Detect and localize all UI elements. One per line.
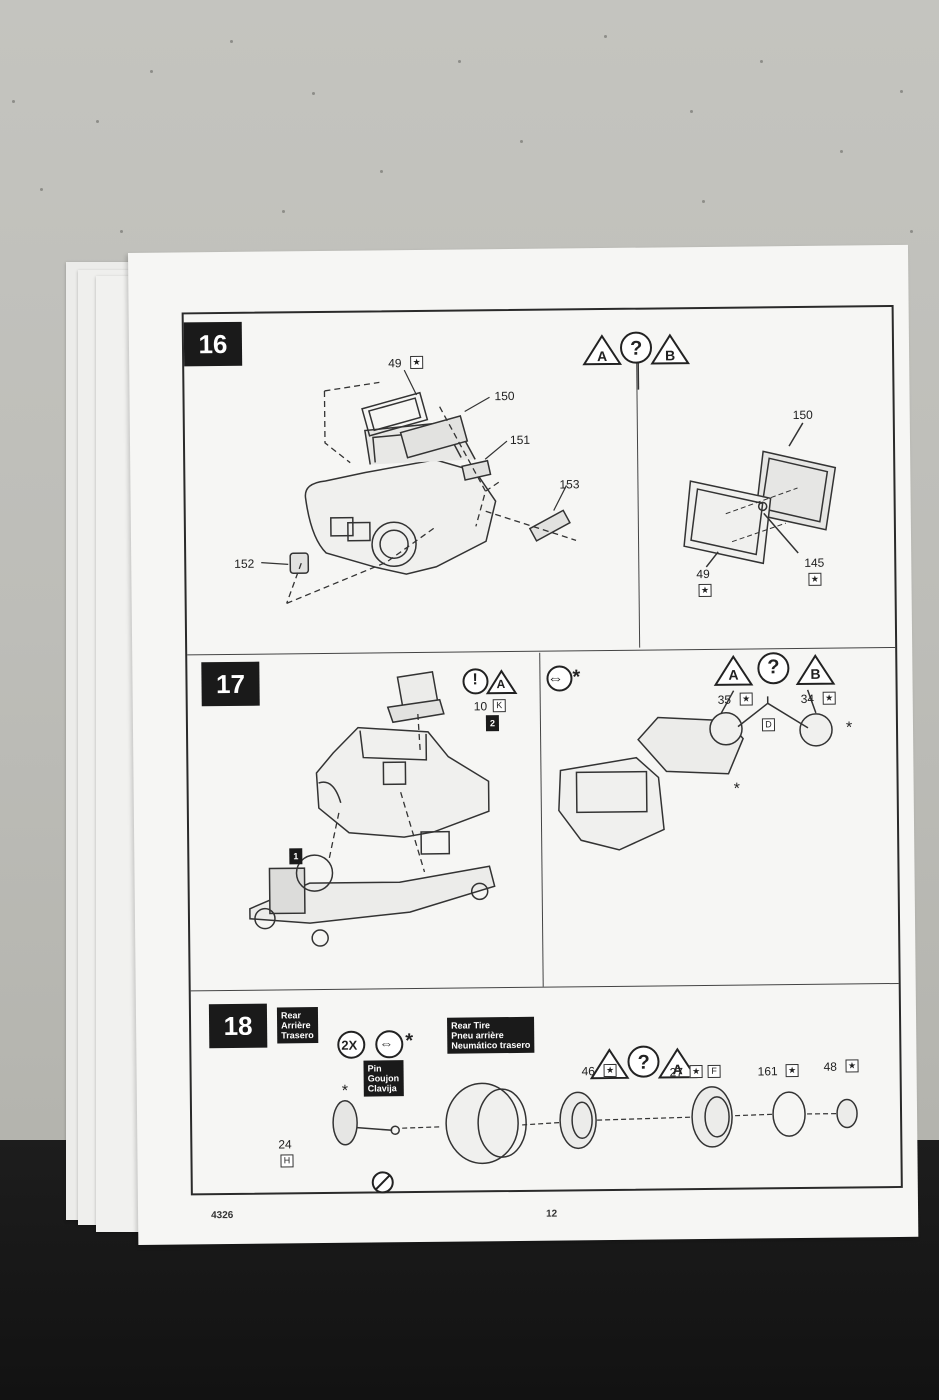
part-10-code-box: K <box>492 699 506 713</box>
part-24-code-box: H <box>280 1154 294 1168</box>
part-27-code-box: F <box>707 1064 721 1078</box>
part-49-right-label: 49 <box>696 566 710 582</box>
option-a-label: A <box>597 347 608 365</box>
asterisk: * <box>845 719 853 737</box>
pin-label: Pin Goujon Clavija <box>363 1060 404 1097</box>
multiplier-label: 2X <box>341 1037 358 1053</box>
part-151-label: 151 <box>509 432 531 448</box>
wall-speck <box>96 120 99 123</box>
question-label: ? <box>629 337 643 360</box>
part-d-box: D <box>761 718 776 732</box>
asterisk: * <box>733 780 740 798</box>
asterisk: * <box>572 666 581 689</box>
wall-speck <box>40 188 43 191</box>
step-17-number: 17 <box>201 661 260 707</box>
wall-speck <box>282 210 285 213</box>
asterisk: * <box>405 1030 414 1053</box>
question-label: ? <box>637 1051 650 1074</box>
mirror-icon: ⇔ <box>547 670 564 688</box>
star-box: ★ <box>739 692 753 706</box>
instruction-page: 16 <box>128 244 919 1245</box>
part-48-label: 48 <box>823 1059 837 1074</box>
part-24-label: 24 <box>278 1137 292 1152</box>
wall-speck <box>12 100 15 103</box>
part-34-label: 34 <box>800 691 815 706</box>
kit-number: 4326 <box>211 1209 234 1222</box>
warning-label: ! <box>472 671 478 689</box>
wall-speck <box>230 40 233 43</box>
star-box: ★ <box>603 1063 617 1078</box>
part-153-label: 153 <box>559 477 580 492</box>
part-152-label: 152 <box>234 556 255 571</box>
rear-tire-label: Rear Tire Pneu arrière Neumático trasero <box>447 1016 535 1054</box>
wall-speck <box>900 90 903 93</box>
part-150-label: 150 <box>494 388 515 404</box>
wall-speck <box>150 70 153 73</box>
wall-speck <box>120 230 123 233</box>
part-161-label: 161 <box>757 1064 778 1079</box>
star-box: ★ <box>822 691 836 705</box>
star-box: ★ <box>410 355 424 370</box>
star-box: ★ <box>808 572 822 586</box>
callout-2: 2 <box>485 715 500 732</box>
page-number: 12 <box>546 1208 558 1220</box>
wall-speck <box>604 35 607 38</box>
rear-label: Rear Arrière Trasero <box>276 1007 318 1044</box>
step-18-number: 18 <box>208 1003 268 1049</box>
wall-speck <box>380 170 383 173</box>
wall-speck <box>702 200 705 203</box>
instruction-frame: 16 <box>181 304 903 1196</box>
option-a-label: A <box>728 666 739 683</box>
part-145-label: 145 <box>804 555 825 570</box>
option-b-label: B <box>665 347 676 364</box>
part-27-label: 27 <box>669 1065 684 1080</box>
part-35-label: 35 <box>717 692 732 707</box>
wall-speck <box>458 60 461 63</box>
callout-1: 1 <box>289 848 303 865</box>
wall-speck <box>840 150 843 153</box>
asterisk: * <box>341 1082 349 1100</box>
wall-speck <box>690 110 693 113</box>
part-150-right-label: 150 <box>792 407 813 423</box>
question-label: ? <box>767 656 780 679</box>
star-box: ★ <box>845 1059 859 1073</box>
step-16-illustration <box>249 331 858 1194</box>
option-b-label: B <box>810 665 821 682</box>
mirror-icon: ⇔ <box>379 1035 394 1052</box>
star-box: ★ <box>689 1065 703 1079</box>
wall-speck <box>520 140 523 143</box>
option-a-label: A <box>496 677 506 692</box>
wall-speck <box>312 92 315 95</box>
part-46-label: 46 <box>581 1064 596 1079</box>
part-49-label: 49 <box>388 356 402 371</box>
star-box: ★ <box>785 1064 799 1078</box>
part-10-label: 10 <box>473 699 488 714</box>
star-box: ★ <box>698 583 712 598</box>
wall-speck <box>910 230 913 233</box>
wall-speck <box>760 60 763 63</box>
